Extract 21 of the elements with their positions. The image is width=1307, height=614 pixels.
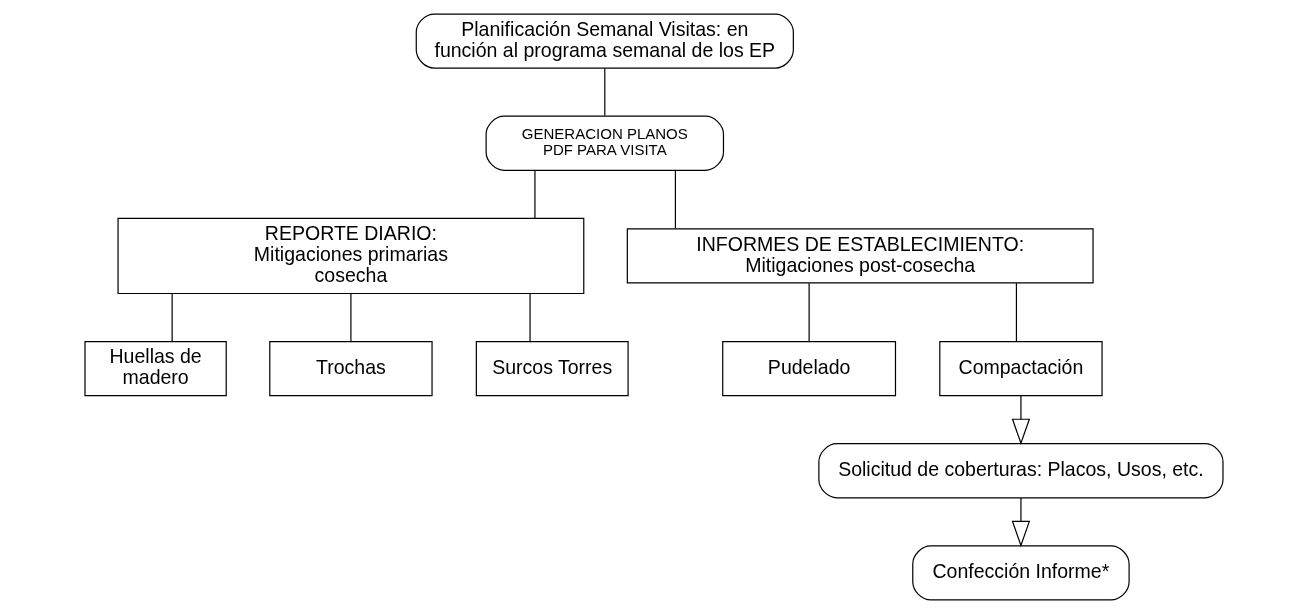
node-box: REPORTE DIARIO: Mitigaciones primarias cosecha <box>116 217 584 295</box>
node-box: INFORMES DE ESTABLECIMIENTO: Mitigaciones post-cosecha <box>626 228 1094 284</box>
connector <box>171 293 173 343</box>
node-box: Compactación <box>938 340 1103 397</box>
connector <box>674 169 676 230</box>
connector <box>1015 282 1017 342</box>
connector <box>808 282 810 342</box>
node-box: Huellas de madero <box>83 340 227 397</box>
connector <box>603 67 605 117</box>
connector <box>349 293 351 343</box>
arrow <box>1011 395 1030 446</box>
connector <box>528 293 531 343</box>
node-box: Pudelado <box>721 340 896 397</box>
node-box: Surcos Torres <box>475 340 629 397</box>
node-box: GENERACION PLANOS PDF PARA VISITA <box>485 115 724 171</box>
node-box: Confección Informe* <box>911 545 1130 601</box>
node-box: Planificación Semanal Visitas: en función al programa semanal de los EP <box>415 13 794 69</box>
arrow <box>1011 497 1030 548</box>
node-box: Solicitud de coberturas: Placos, Usos, etc. <box>817 443 1224 499</box>
connector <box>533 169 536 219</box>
node-box: Trochas <box>268 340 433 397</box>
